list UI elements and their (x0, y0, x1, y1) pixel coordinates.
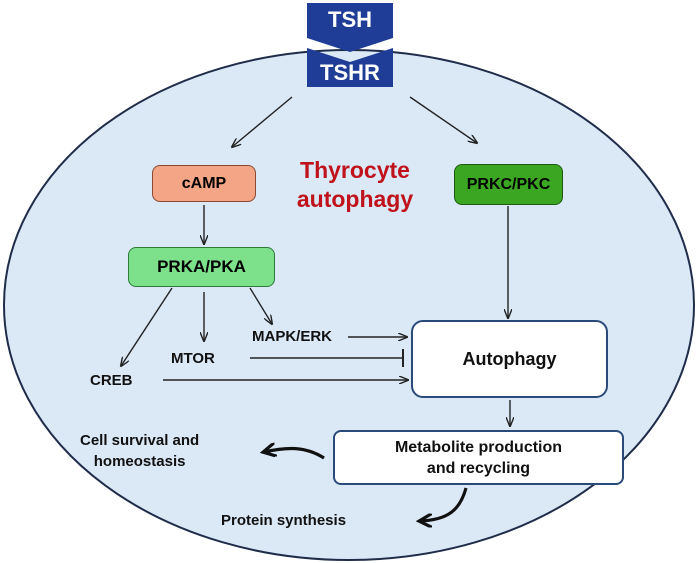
label-mapk-erk: MAPK/ERK (252, 328, 333, 345)
node-metabolite: Metabolite production and recycling (333, 430, 624, 485)
node-camp: cAMP (152, 165, 256, 202)
label-cell-survival-line-1: Cell survival and (80, 432, 200, 449)
title-line-2: autophagy (296, 186, 414, 212)
tshr-receptor-shape (307, 48, 393, 87)
tshr-label: TSHR (320, 60, 380, 85)
arrow-tshr-to-camp (232, 96, 293, 147)
tsh-label: TSH (328, 7, 372, 32)
node-prka-label: PRKA/PKA (157, 257, 246, 276)
label-creb: CREB (90, 372, 133, 389)
diagram-title: Thyrocyte autophagy (265, 156, 445, 214)
node-camp-label: cAMP (181, 174, 227, 192)
node-prka: PRKA/PKA (128, 247, 275, 287)
label-cell-survival-line-2: homeostasis (93, 453, 186, 470)
tsh-tshr-receptor (307, 3, 393, 87)
tsh-ligand-shape (307, 3, 393, 52)
arrow-metabolite-to-cell-survival (264, 448, 325, 460)
node-prkc-label: PRKC/PKC (466, 175, 551, 193)
label-cell-survival: Cell survival and homeostasis (80, 430, 199, 472)
label-protein-synthesis: Protein synthesis (221, 512, 347, 529)
node-metabolite-line-2: and recycling (426, 459, 531, 477)
node-autophagy: Autophagy (411, 320, 608, 398)
arrow-metabolite-to-protein-synthesis (420, 487, 468, 521)
label-mtor: MTOR (171, 350, 215, 367)
node-autophagy-label: Autophagy (462, 348, 557, 369)
node-metabolite-line-1: Metabolite production (394, 438, 563, 456)
title-line-1: Thyrocyte (300, 157, 410, 183)
arrow-prka-to-creb (121, 287, 173, 366)
arrow-prka-to-mapk (249, 287, 272, 324)
arrow-tshr-to-prkc (409, 96, 477, 143)
node-prkc: PRKC/PKC (454, 164, 563, 205)
